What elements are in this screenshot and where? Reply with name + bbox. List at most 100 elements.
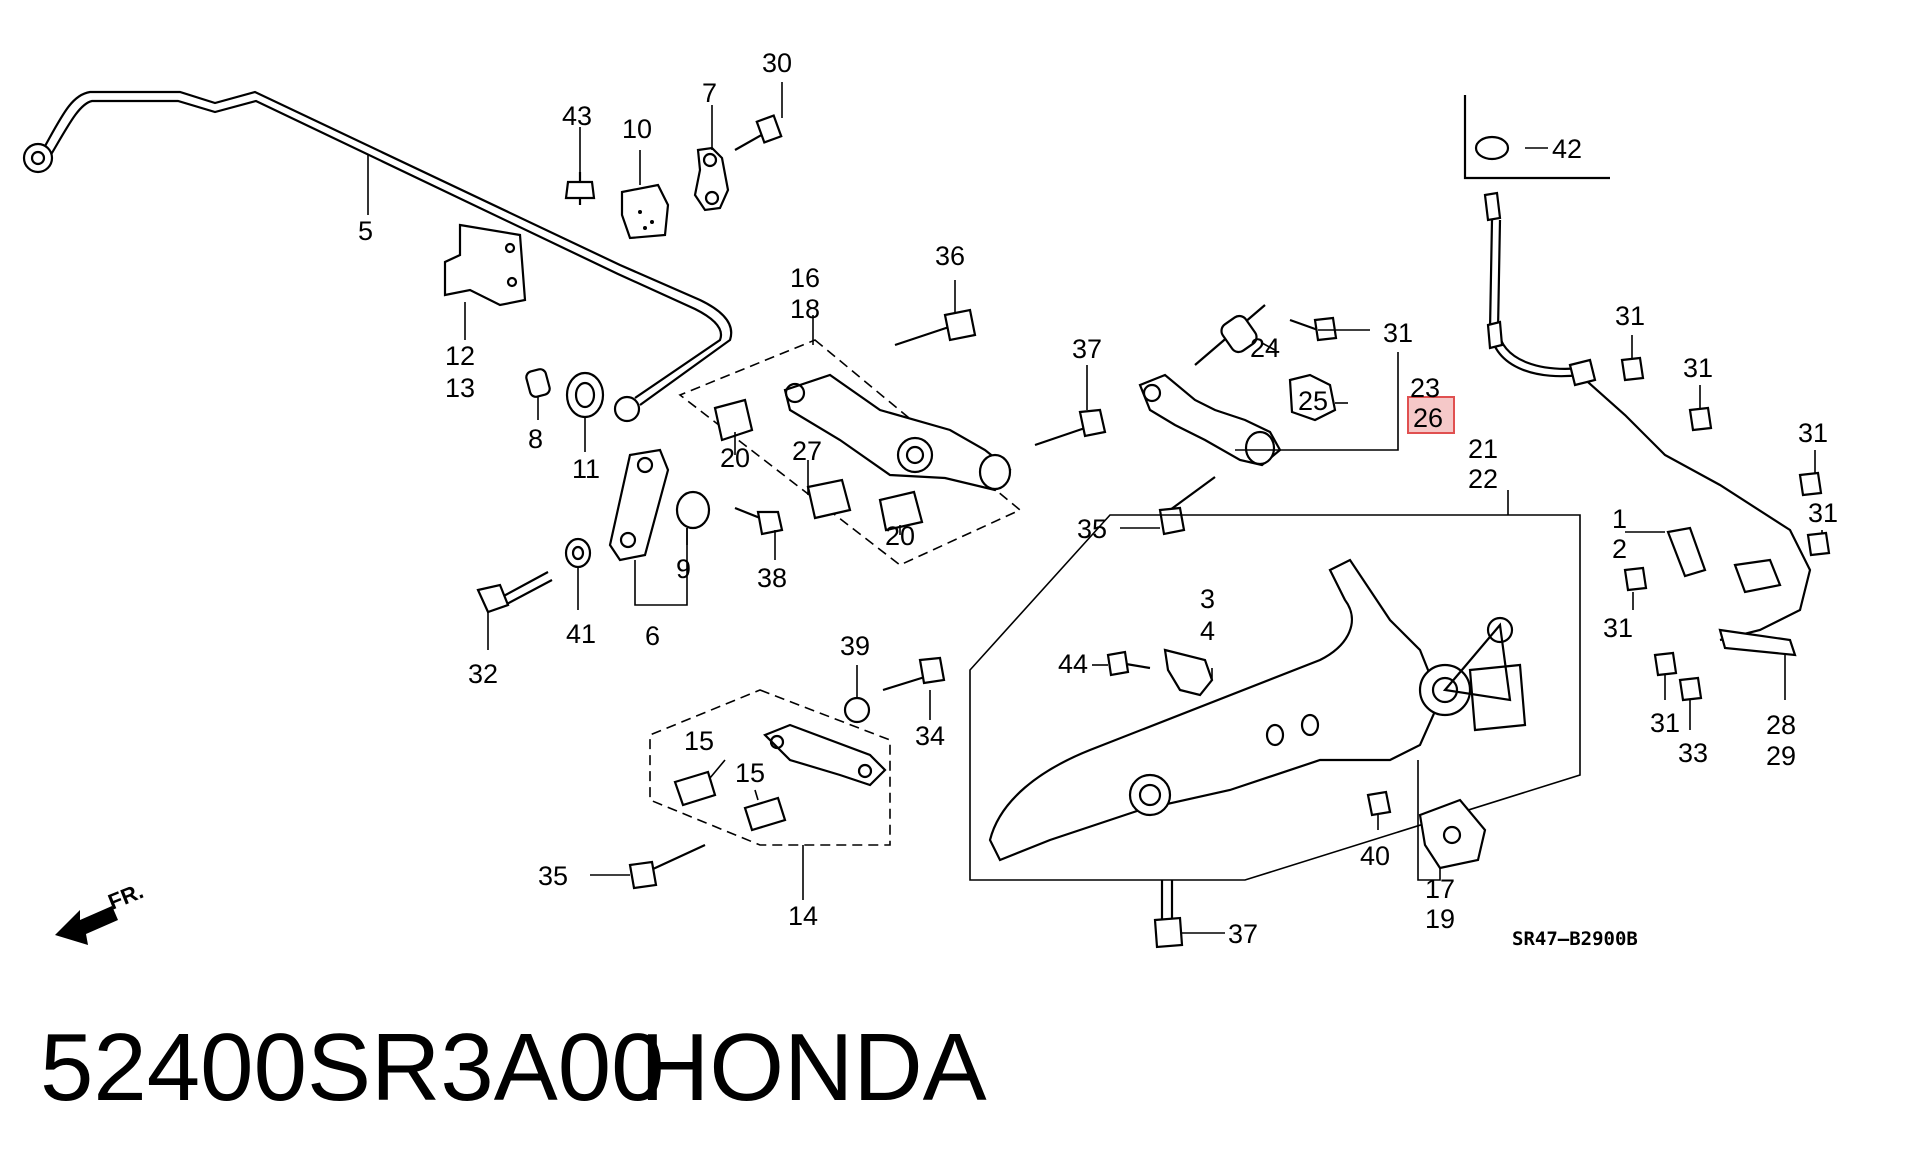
callout: 3	[1200, 584, 1215, 614]
bolt-35-upper	[882, 656, 946, 692]
callout: 36	[935, 241, 965, 271]
brand-name: HONDA	[640, 1014, 987, 1121]
bolt-31-a	[1620, 356, 1645, 382]
bolt-44	[564, 172, 596, 205]
callout: 1	[1612, 504, 1627, 534]
callout: 25	[1298, 386, 1328, 416]
stabilizer-link	[608, 448, 711, 562]
bolt-31-e	[1623, 566, 1648, 592]
callout: 41	[566, 619, 596, 649]
bolt-37-lower	[1034, 408, 1107, 447]
stabilizer-bracket	[443, 223, 527, 307]
bolt-31-b	[1688, 406, 1713, 432]
washer-42	[564, 537, 592, 569]
callout: 20	[720, 443, 750, 473]
callout: 37	[1228, 919, 1258, 949]
bracket-1	[1666, 526, 1707, 578]
callout: 31	[1615, 301, 1645, 331]
bolt-30	[734, 114, 783, 151]
callout: 8	[528, 424, 543, 454]
callout: 32	[468, 659, 498, 689]
bushing-24	[1194, 304, 1266, 366]
bolt-35-lower	[628, 844, 706, 890]
collar-8	[525, 368, 551, 398]
callout: 28	[1766, 710, 1796, 740]
callout: 20	[885, 521, 915, 551]
subframe-group	[969, 514, 1581, 881]
abs-sensor-harness	[1483, 191, 1812, 657]
callout: 18	[790, 294, 820, 324]
callout: 22	[1468, 464, 1498, 494]
bolt-33	[476, 571, 553, 614]
front-arrow-icon: FR.	[55, 878, 147, 945]
nut-34	[1678, 676, 1703, 702]
callout: 24	[1250, 333, 1280, 363]
diagram-code: SR47–B2900B	[1512, 928, 1638, 950]
callout: 7	[702, 78, 717, 108]
bolt-31-c	[1798, 471, 1823, 497]
callout: 5	[358, 216, 373, 246]
plug-43	[1474, 135, 1510, 161]
callout: 13	[445, 373, 475, 403]
callout: 34	[915, 721, 945, 751]
callout: 31	[1383, 318, 1413, 348]
group-bracket-23	[1235, 352, 1399, 451]
bolt-36	[1158, 476, 1216, 536]
bolt-38	[1153, 880, 1184, 949]
callout: 33	[1678, 738, 1708, 768]
callout: 43	[562, 101, 592, 131]
callout: 31	[1650, 708, 1680, 738]
bolt-45	[1106, 650, 1151, 677]
callout-labels: 1 2 3 4 5 6 7 8 9 10 11 12 13 14 15 15 1…	[358, 48, 1838, 949]
lower-arm-group	[649, 689, 891, 846]
stabilizer-bushing	[620, 183, 670, 240]
callout: 11	[572, 454, 600, 484]
callout: 14	[788, 901, 818, 931]
callout: 38	[757, 563, 787, 593]
callout: 17	[1425, 874, 1455, 904]
callout: 37	[1072, 334, 1102, 364]
callout: 39	[840, 631, 870, 661]
callout: 27	[792, 436, 822, 466]
callout: 44	[1058, 649, 1088, 679]
callout: 31	[1808, 498, 1838, 528]
callout: 6	[645, 621, 660, 651]
callout: 30	[762, 48, 792, 78]
leader-lines	[367, 82, 1823, 934]
abs-sensor-frame	[1463, 95, 1610, 180]
callout: 15	[735, 758, 765, 788]
bolt-31-d	[1806, 531, 1831, 557]
stabilizer-clamp	[693, 146, 730, 212]
bolt-31-f	[1653, 651, 1678, 677]
bracket-3	[1163, 648, 1214, 697]
callout: 16	[790, 263, 820, 293]
bolt-32	[1289, 316, 1338, 342]
trailing-arm-group	[678, 339, 1022, 566]
bolt-37-upper	[894, 308, 977, 347]
callout: 10	[622, 114, 652, 144]
part-number: 52400SR3A00	[40, 1014, 665, 1121]
callout: 21	[1468, 434, 1498, 464]
callout: 31	[1603, 613, 1633, 643]
washer-40	[843, 696, 871, 724]
front-marker: FR.	[105, 878, 147, 914]
callout: 19	[1425, 904, 1455, 934]
callout: 35	[538, 861, 568, 891]
callout: 35	[1077, 514, 1107, 544]
callout: 2	[1612, 534, 1627, 564]
callout: 4	[1200, 616, 1215, 646]
nut-41	[1366, 790, 1392, 817]
callout: 42	[1552, 134, 1582, 164]
hub-cover-17	[1418, 798, 1487, 870]
bolt-39	[734, 506, 784, 536]
callout: 29	[1766, 741, 1796, 771]
upper-arm	[1138, 373, 1282, 467]
callout: 12	[445, 341, 475, 371]
callout: 23	[1410, 373, 1440, 403]
stabilizer-bar	[22, 90, 733, 423]
highlight-box	[1407, 396, 1455, 434]
callout: 15	[684, 726, 714, 756]
callout: 9	[676, 554, 691, 584]
bushing-25	[1288, 373, 1337, 422]
